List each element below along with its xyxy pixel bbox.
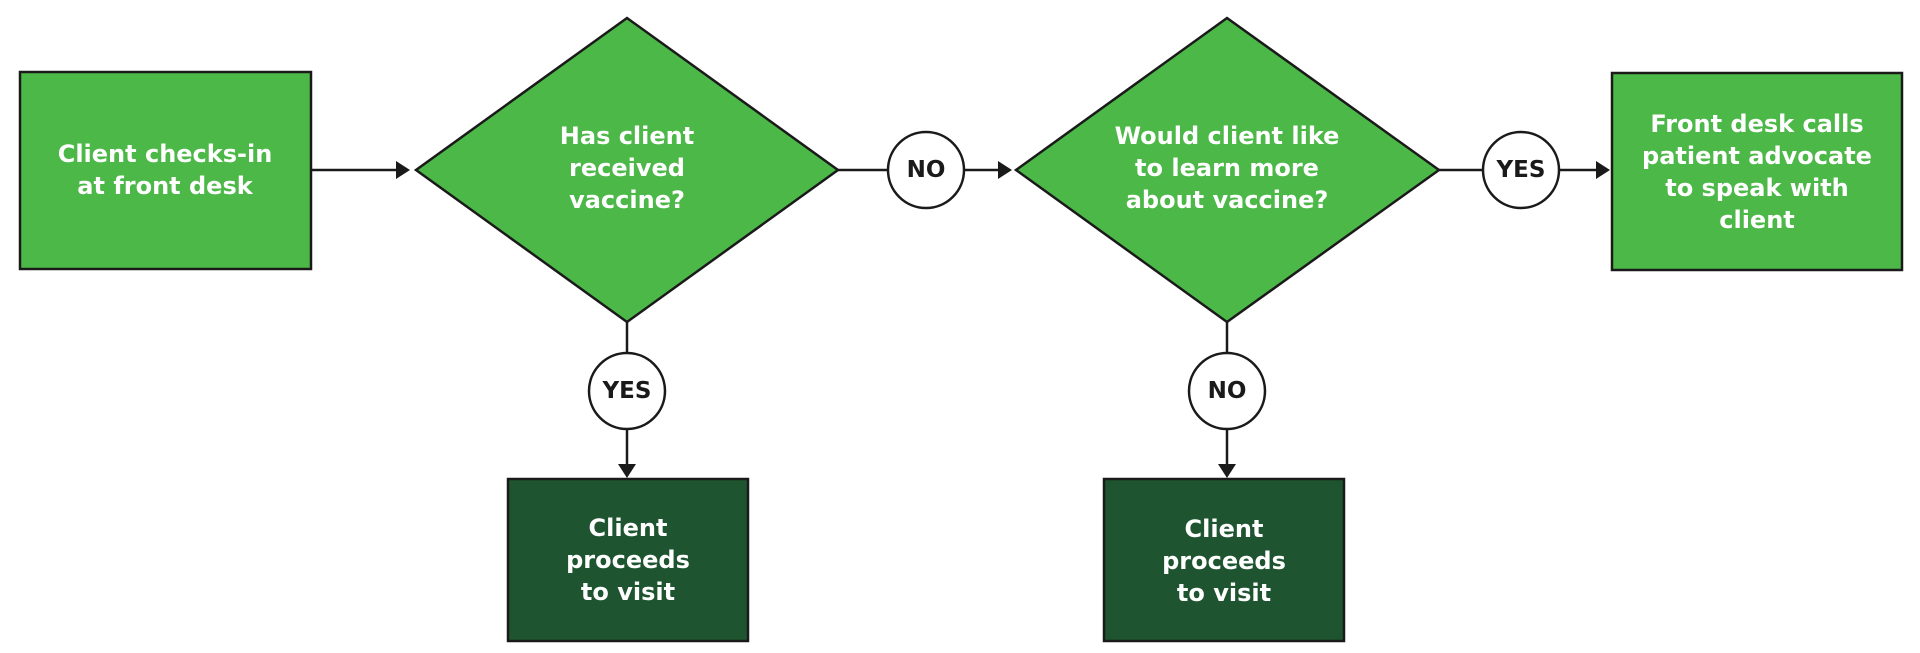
label-line: patient advocate xyxy=(1642,142,1872,170)
decision-has-client-received-vaccine: Has client received vaccine? xyxy=(413,16,841,324)
arrowhead-no-to-visit-2 xyxy=(1218,464,1236,478)
terminal-client-proceeds-to-visit-1-box xyxy=(506,477,750,643)
decision-has-client-received-vaccine-shape xyxy=(413,16,841,324)
connectors xyxy=(311,161,1610,478)
badge-learn-no-circle xyxy=(1187,351,1267,431)
badge-received-no-label: NO xyxy=(907,157,946,183)
label-line: received xyxy=(569,154,685,182)
node-front-desk-calls-advocate: Front desk calls patient advocate to speak… xyxy=(1610,71,1904,272)
badge-received-yes-circle xyxy=(587,351,667,431)
arrowhead-yes-to-visit-1 xyxy=(618,464,636,478)
label-line: Client xyxy=(589,514,668,542)
badge-received-yes: YES xyxy=(587,351,667,431)
arrowhead-no-to-learn xyxy=(998,161,1012,179)
badge-received-no: NO xyxy=(886,130,966,210)
label-line: to learn more xyxy=(1135,154,1319,182)
terminal-client-proceeds-to-visit-2-label: Client proceeds to visit xyxy=(1162,515,1286,607)
label-line: proceeds xyxy=(566,546,690,574)
label-line: client xyxy=(1719,206,1795,234)
terminal-client-proceeds-to-visit-1-label: Client proceeds to visit xyxy=(566,514,690,606)
node-client-checks-in-label: Client checks-in at front desk xyxy=(58,140,273,200)
label-line: about vaccine? xyxy=(1126,186,1329,214)
node-front-desk-calls-advocate-box xyxy=(1610,71,1904,272)
label-line: Has client xyxy=(560,122,694,150)
decision-would-client-like-to-learn-more-shape xyxy=(1013,16,1442,324)
label-line: at front desk xyxy=(77,172,253,200)
terminal-client-proceeds-to-visit-1: Client proceeds to visit xyxy=(506,477,750,643)
badge-learn-yes: YES xyxy=(1481,130,1561,210)
node-front-desk-calls-advocate-label: Front desk calls patient advocate to speak… xyxy=(1642,110,1872,234)
badge-learn-no: NO xyxy=(1187,351,1267,431)
badge-received-no-circle xyxy=(886,130,966,210)
badge-learn-no-label: NO xyxy=(1208,378,1247,404)
label-line: vaccine? xyxy=(569,186,685,214)
label-line: proceeds xyxy=(1162,547,1286,575)
label-line: to visit xyxy=(581,578,675,606)
decision-has-client-received-vaccine-label: Has client received vaccine? xyxy=(560,122,694,214)
badge-received-yes-label: YES xyxy=(602,378,652,404)
label-line: Front desk calls xyxy=(1650,110,1863,138)
label-line: Would client like xyxy=(1115,122,1340,150)
label-line: to visit xyxy=(1177,579,1271,607)
terminal-client-proceeds-to-visit-2: Client proceeds to visit xyxy=(1102,477,1346,643)
node-client-checks-in-box xyxy=(18,70,313,271)
label-line: Client xyxy=(1185,515,1264,543)
decision-would-client-like-to-learn-more: Would client like to learn more about vacc… xyxy=(1013,16,1442,324)
terminal-client-proceeds-to-visit-2-box xyxy=(1102,477,1346,643)
badge-learn-yes-circle xyxy=(1481,130,1561,210)
badge-learn-yes-label: YES xyxy=(1496,157,1546,183)
arrowhead-checkin-to-received xyxy=(396,161,410,179)
arrowhead-yes-to-advocate xyxy=(1596,161,1610,179)
label-line: to speak with xyxy=(1665,174,1849,202)
node-client-checks-in: Client checks-in at front desk xyxy=(18,70,313,271)
decision-would-client-like-to-learn-more-label: Would client like to learn more about vacc… xyxy=(1115,122,1340,214)
label-line: Client checks-in xyxy=(58,140,273,168)
